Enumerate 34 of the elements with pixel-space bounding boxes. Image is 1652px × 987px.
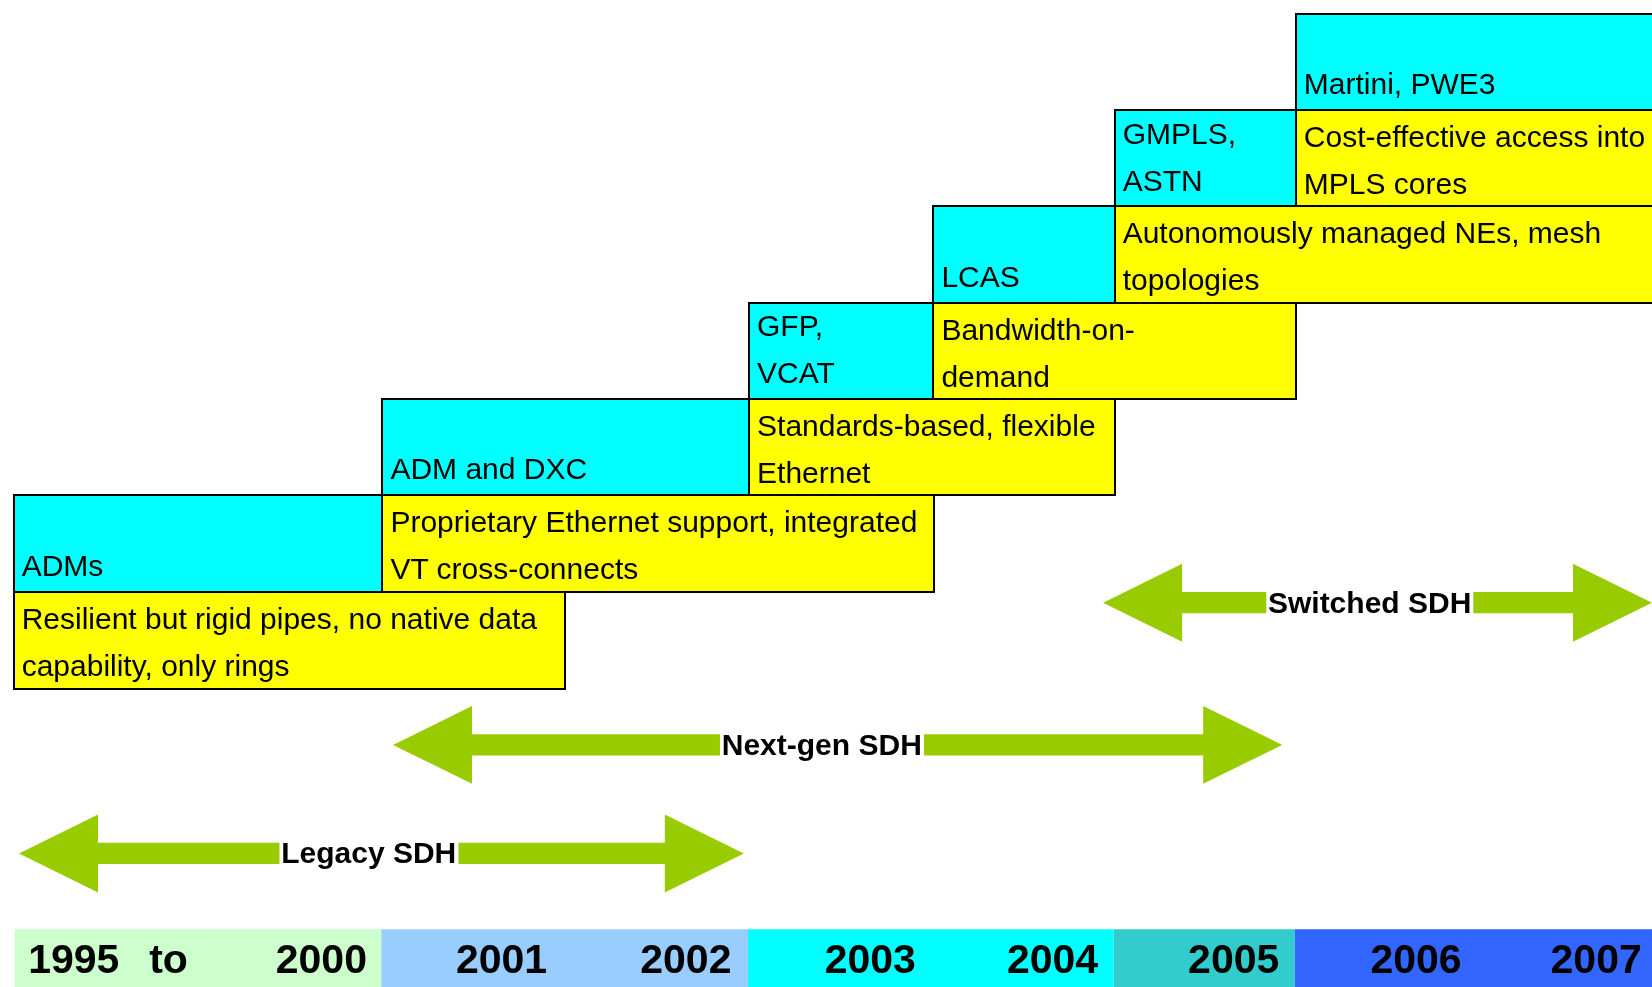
capability-box: [1113, 205, 1652, 305]
year-label: 2003: [824, 935, 916, 983]
capability-box: [12, 591, 566, 691]
year-label: 2006: [1370, 935, 1462, 983]
capability-box: [381, 494, 935, 594]
technology-box: [932, 205, 1116, 305]
technology-box: [1294, 12, 1652, 111]
capability-label: Resilient but rigid pipes, no native data capability, only rings: [21, 601, 538, 685]
technology-box: [1113, 108, 1297, 208]
technology-box: [381, 398, 751, 497]
technology-label: LCAS: [941, 259, 1020, 296]
capability-box: [1294, 108, 1652, 208]
year-label: 2007: [1550, 935, 1642, 983]
capability-box: [748, 398, 1116, 497]
technology-label: Martini, PWE3: [1303, 65, 1496, 102]
year-label: 1995: [28, 935, 120, 983]
capability-label: Standards-based, flexible Ethernet: [757, 408, 1097, 492]
year-label: 2005: [1188, 935, 1280, 983]
technology-label: GFP, VCAT: [757, 308, 836, 392]
capability-box: [932, 302, 1297, 401]
technology-box: [12, 494, 384, 594]
year-label: 2000: [275, 935, 367, 983]
technology-label: ADMs: [21, 548, 104, 585]
capability-label: Cost-effective access into MPLS cores: [1303, 118, 1646, 202]
year-label: 2004: [1006, 935, 1099, 983]
year-label: to: [149, 935, 188, 983]
technology-box: [748, 302, 935, 401]
capability-label: Proprietary Ethernet support, integrated VT cross-connects: [390, 504, 919, 588]
capability-label: Autonomously managed NEs, mesh topologies: [1122, 215, 1603, 299]
year-label: 2002: [640, 935, 732, 983]
capability-label: Bandwidth-on-demand: [941, 312, 1136, 396]
technology-label: ADM and DXC: [390, 451, 588, 488]
year-label: 2001: [455, 935, 548, 983]
technology-label: GMPLS, ASTN: [1122, 115, 1237, 199]
